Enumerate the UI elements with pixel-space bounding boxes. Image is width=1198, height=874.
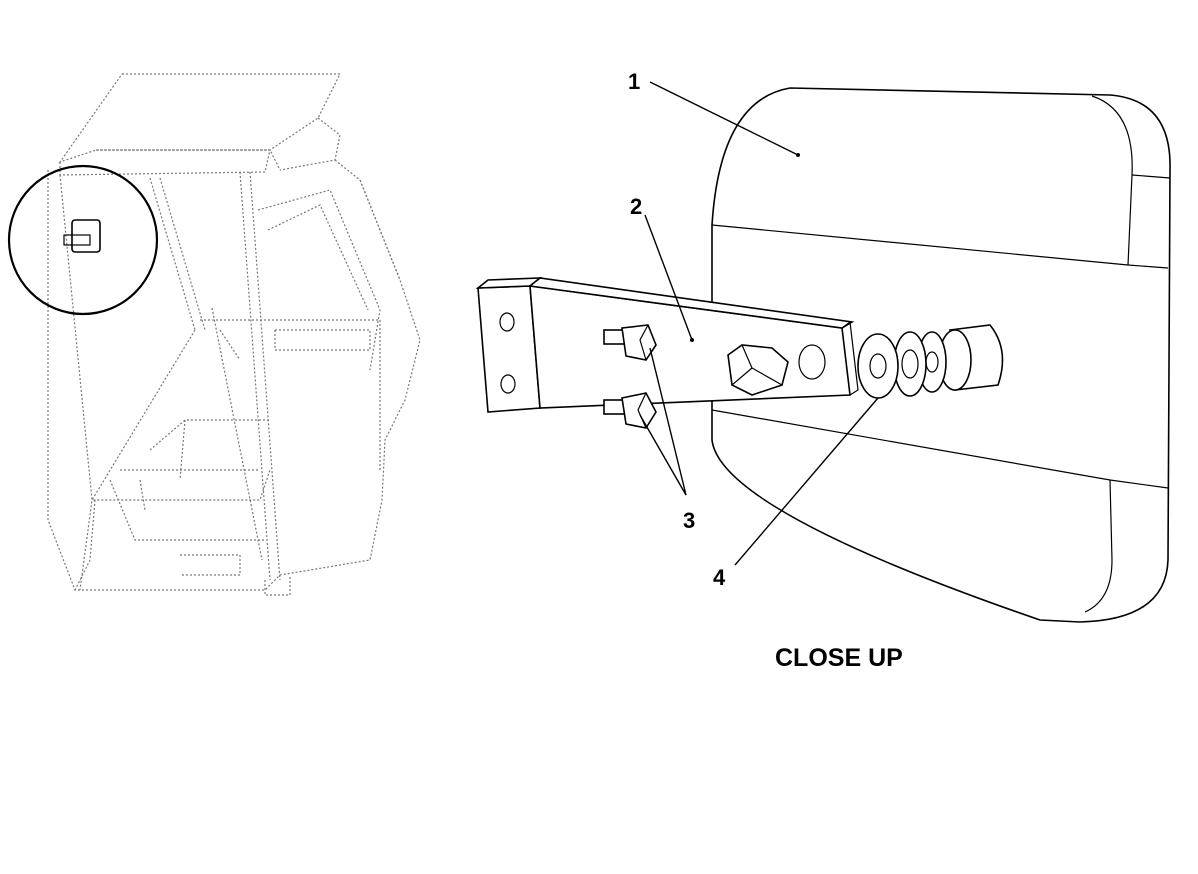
mounting-bracket: [475, 277, 859, 413]
bolt-upper: [603, 324, 657, 361]
leader-lines: [639, 81, 879, 566]
detail-circle: [7, 164, 159, 316]
callout-1: 1: [628, 69, 640, 94]
callout-4: 4: [713, 565, 726, 590]
close-up-caption: CLOSE UP: [775, 644, 903, 672]
cab-overview-drawing: [47, 73, 421, 596]
callout-3: 3: [683, 508, 695, 533]
cab-mirror-small: [63, 219, 101, 253]
hardware-stack: [857, 324, 1004, 399]
callout-2: 2: [630, 194, 642, 219]
